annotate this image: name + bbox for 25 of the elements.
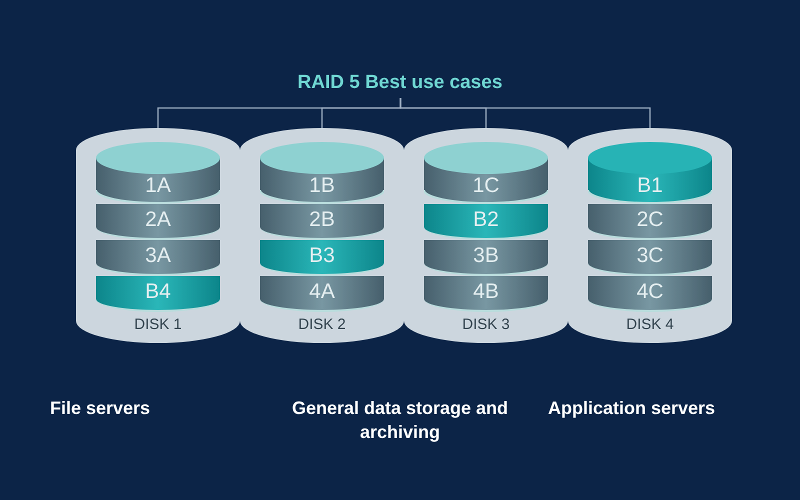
disk-label: DISK 4 — [625, 316, 675, 333]
disk-label: DISK 2 — [297, 316, 347, 333]
use-case-label: General data storage and archiving — [290, 397, 510, 444]
disk-cylinder — [240, 128, 404, 343]
disk-label: DISK 3 — [461, 316, 511, 333]
heading-text: RAID 5 Best use cases — [298, 72, 502, 94]
parity-block: B2 — [424, 204, 548, 240]
data-block: 4B — [424, 276, 548, 312]
disk-cylinder — [404, 128, 568, 343]
data-block: 2A — [96, 204, 220, 240]
parity-block: B4 — [96, 276, 220, 312]
connector-line — [400, 98, 651, 130]
data-block: 2C — [588, 204, 712, 240]
data-block: 2B — [260, 204, 384, 240]
parity-block: B3 — [260, 240, 384, 276]
data-block: 3A — [96, 240, 220, 276]
data-block: 4A — [260, 276, 384, 312]
use-case-label: Application servers — [548, 397, 716, 420]
disk-cylinder — [76, 128, 240, 343]
data-block: 3C — [588, 240, 712, 276]
disk-cylinder — [568, 128, 732, 343]
data-block: 4C — [588, 276, 712, 312]
disk-label: DISK 1 — [133, 316, 183, 333]
data-block: 3B — [424, 240, 548, 276]
use-case-label: File servers — [50, 397, 150, 420]
